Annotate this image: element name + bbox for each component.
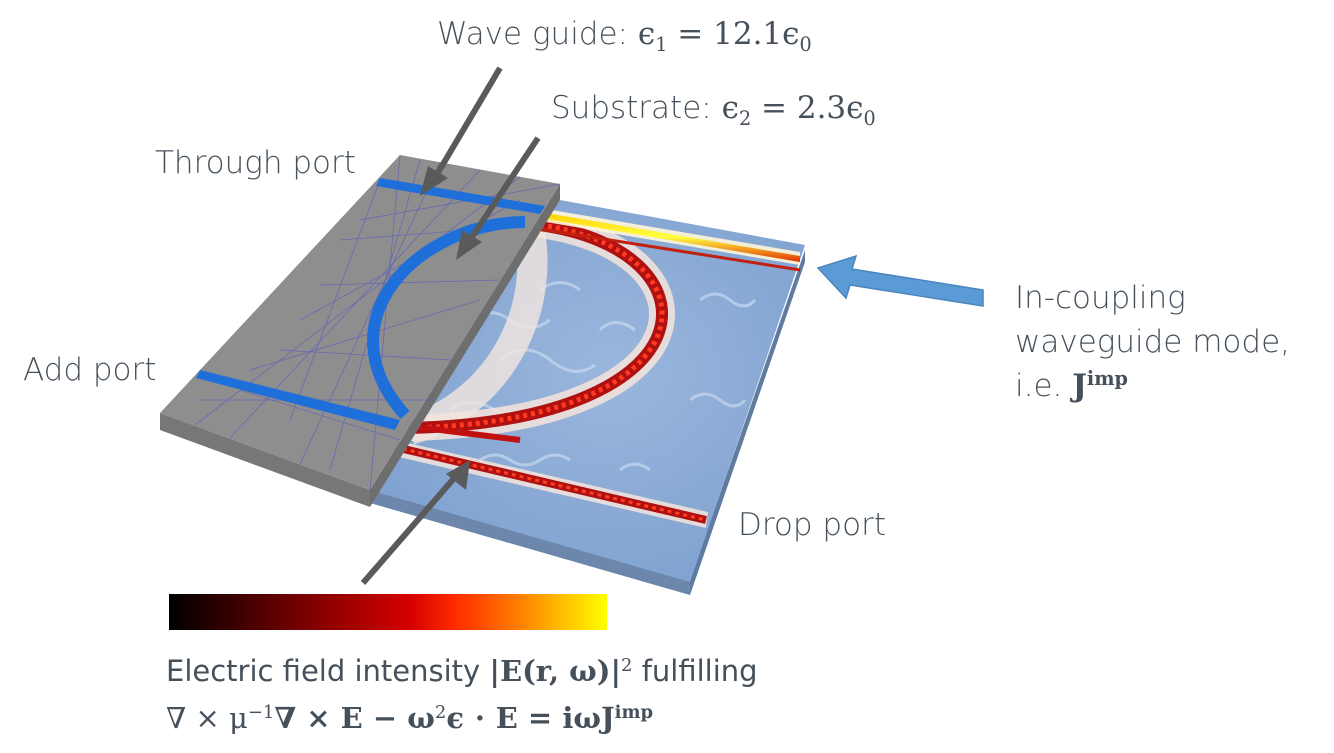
mesh-region <box>160 154 561 507</box>
substrate-arrow <box>456 136 541 260</box>
colorbar <box>169 594 607 630</box>
incoupling-line2: waveguide mode, <box>1015 324 1291 360</box>
incoupling-line3: i.e. Jimp <box>1015 367 1128 404</box>
add-port-label: Add port <box>23 352 157 388</box>
waveguide-label: Wave guide: ϵ1 = 12.1ϵ0 <box>437 16 812 56</box>
drop-arrow <box>360 460 470 585</box>
substrate-label: Substrate: ϵ2 = 2.3ϵ0 <box>551 90 876 130</box>
incoupling-label: In-coupling waveguide mode, i.e. Jimp <box>1015 276 1290 412</box>
caption: Electric field intensity |E(r, ω)|2 fulf… <box>166 650 758 744</box>
drop-port-label: Drop port <box>738 507 886 543</box>
field-region <box>370 200 805 595</box>
caption-line1: Electric field intensity |E(r, ω)|2 fulf… <box>166 654 758 688</box>
through-port-label: Through port <box>155 145 356 181</box>
incoupling-arrow <box>816 254 984 307</box>
waveguide-arrow <box>420 66 503 196</box>
incoupling-line1: In-coupling <box>1015 280 1186 316</box>
caption-line2: ∇ × μ−1∇ × E − ω2ϵ ⋅ E = iωJimp <box>166 701 654 735</box>
